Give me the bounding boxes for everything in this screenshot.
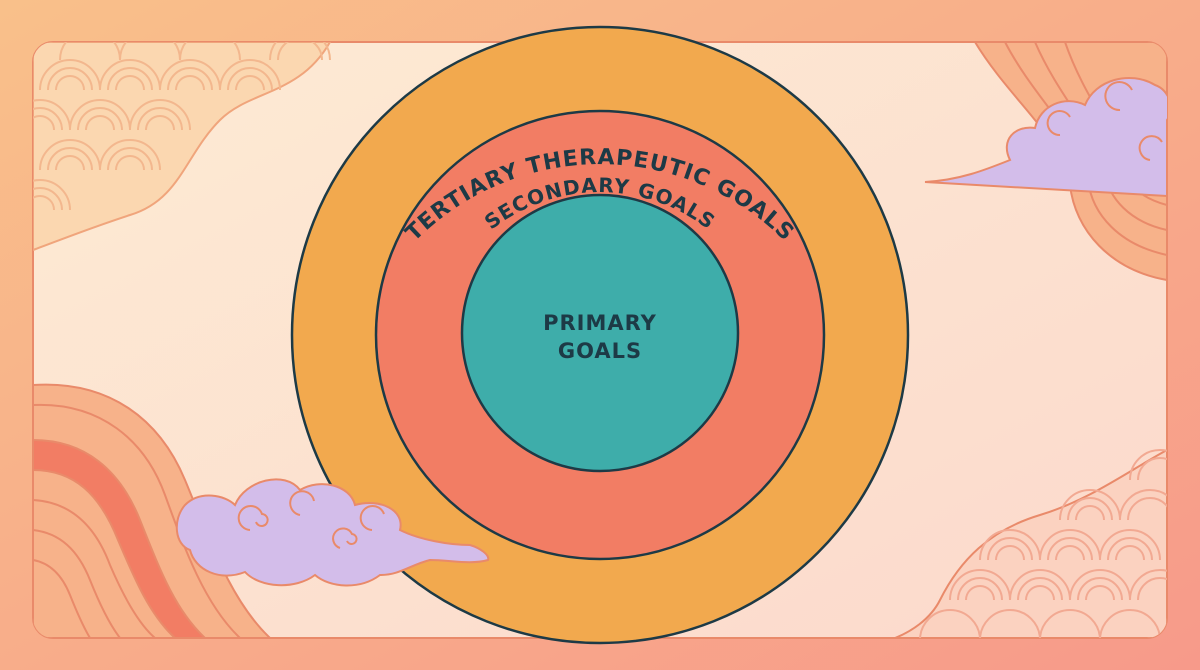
- primary-goals-label-line-2: GOALS: [558, 339, 642, 363]
- bottom-right-wave-pattern: [894, 448, 1167, 638]
- primary-goals-circle: [460, 193, 740, 473]
- bottom-left-arcs: [33, 383, 273, 638]
- top-left-wave-pattern: [33, 42, 332, 252]
- top-right-cloud: [924, 76, 1167, 198]
- primary-goals-label-line-1: PRIMARY: [543, 311, 657, 335]
- bottom-left-cloud: [175, 478, 490, 587]
